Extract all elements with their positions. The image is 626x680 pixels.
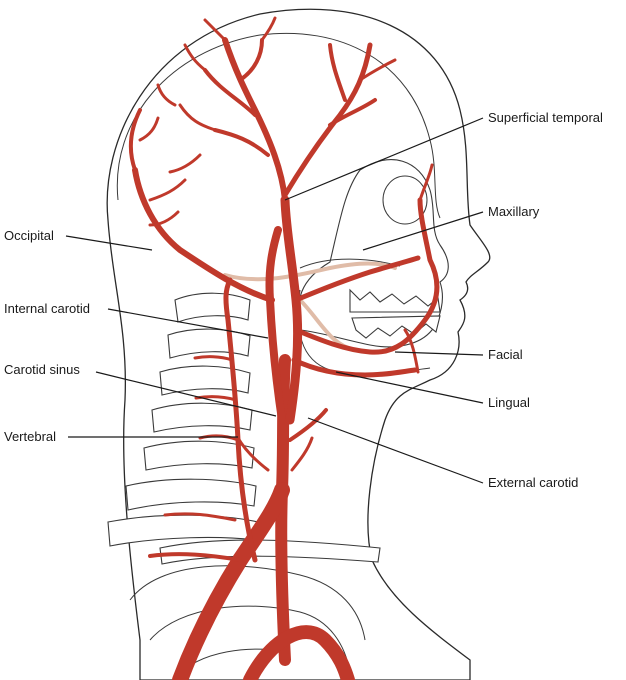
leader-lingual: [335, 371, 484, 404]
label-carotid-sinus: Carotid sinus: [4, 362, 80, 377]
label-maxillary: Maxillary: [488, 204, 540, 219]
leader-superficial-temporal: [284, 117, 484, 201]
label-superficial-temporal: Superficial temporal: [488, 110, 603, 125]
teeth-lower: [351, 315, 441, 339]
skull-outline: [116, 32, 441, 219]
rib-2: [149, 605, 351, 673]
label-vertebral: Vertebral: [4, 429, 56, 444]
label-internal-carotid: Internal carotid: [4, 301, 90, 316]
leader-internal-carotid: [107, 308, 269, 339]
leader-external-carotid: [307, 417, 484, 484]
label-lingual: Lingual: [488, 395, 530, 410]
leader-facial: [394, 351, 484, 356]
label-occipital: Occipital: [4, 228, 54, 243]
label-facial: Facial: [488, 347, 523, 362]
leader-carotid-sinus: [95, 371, 277, 417]
artery-network: [128, 16, 440, 680]
pale-vessel-1: [223, 261, 397, 282]
eye-orbit: [382, 175, 428, 225]
rib-1: [129, 565, 366, 641]
teeth-upper: [349, 288, 441, 313]
leader-occipital: [65, 235, 153, 251]
label-external-carotid: External carotid: [488, 475, 578, 490]
leader-maxillary: [362, 211, 484, 251]
